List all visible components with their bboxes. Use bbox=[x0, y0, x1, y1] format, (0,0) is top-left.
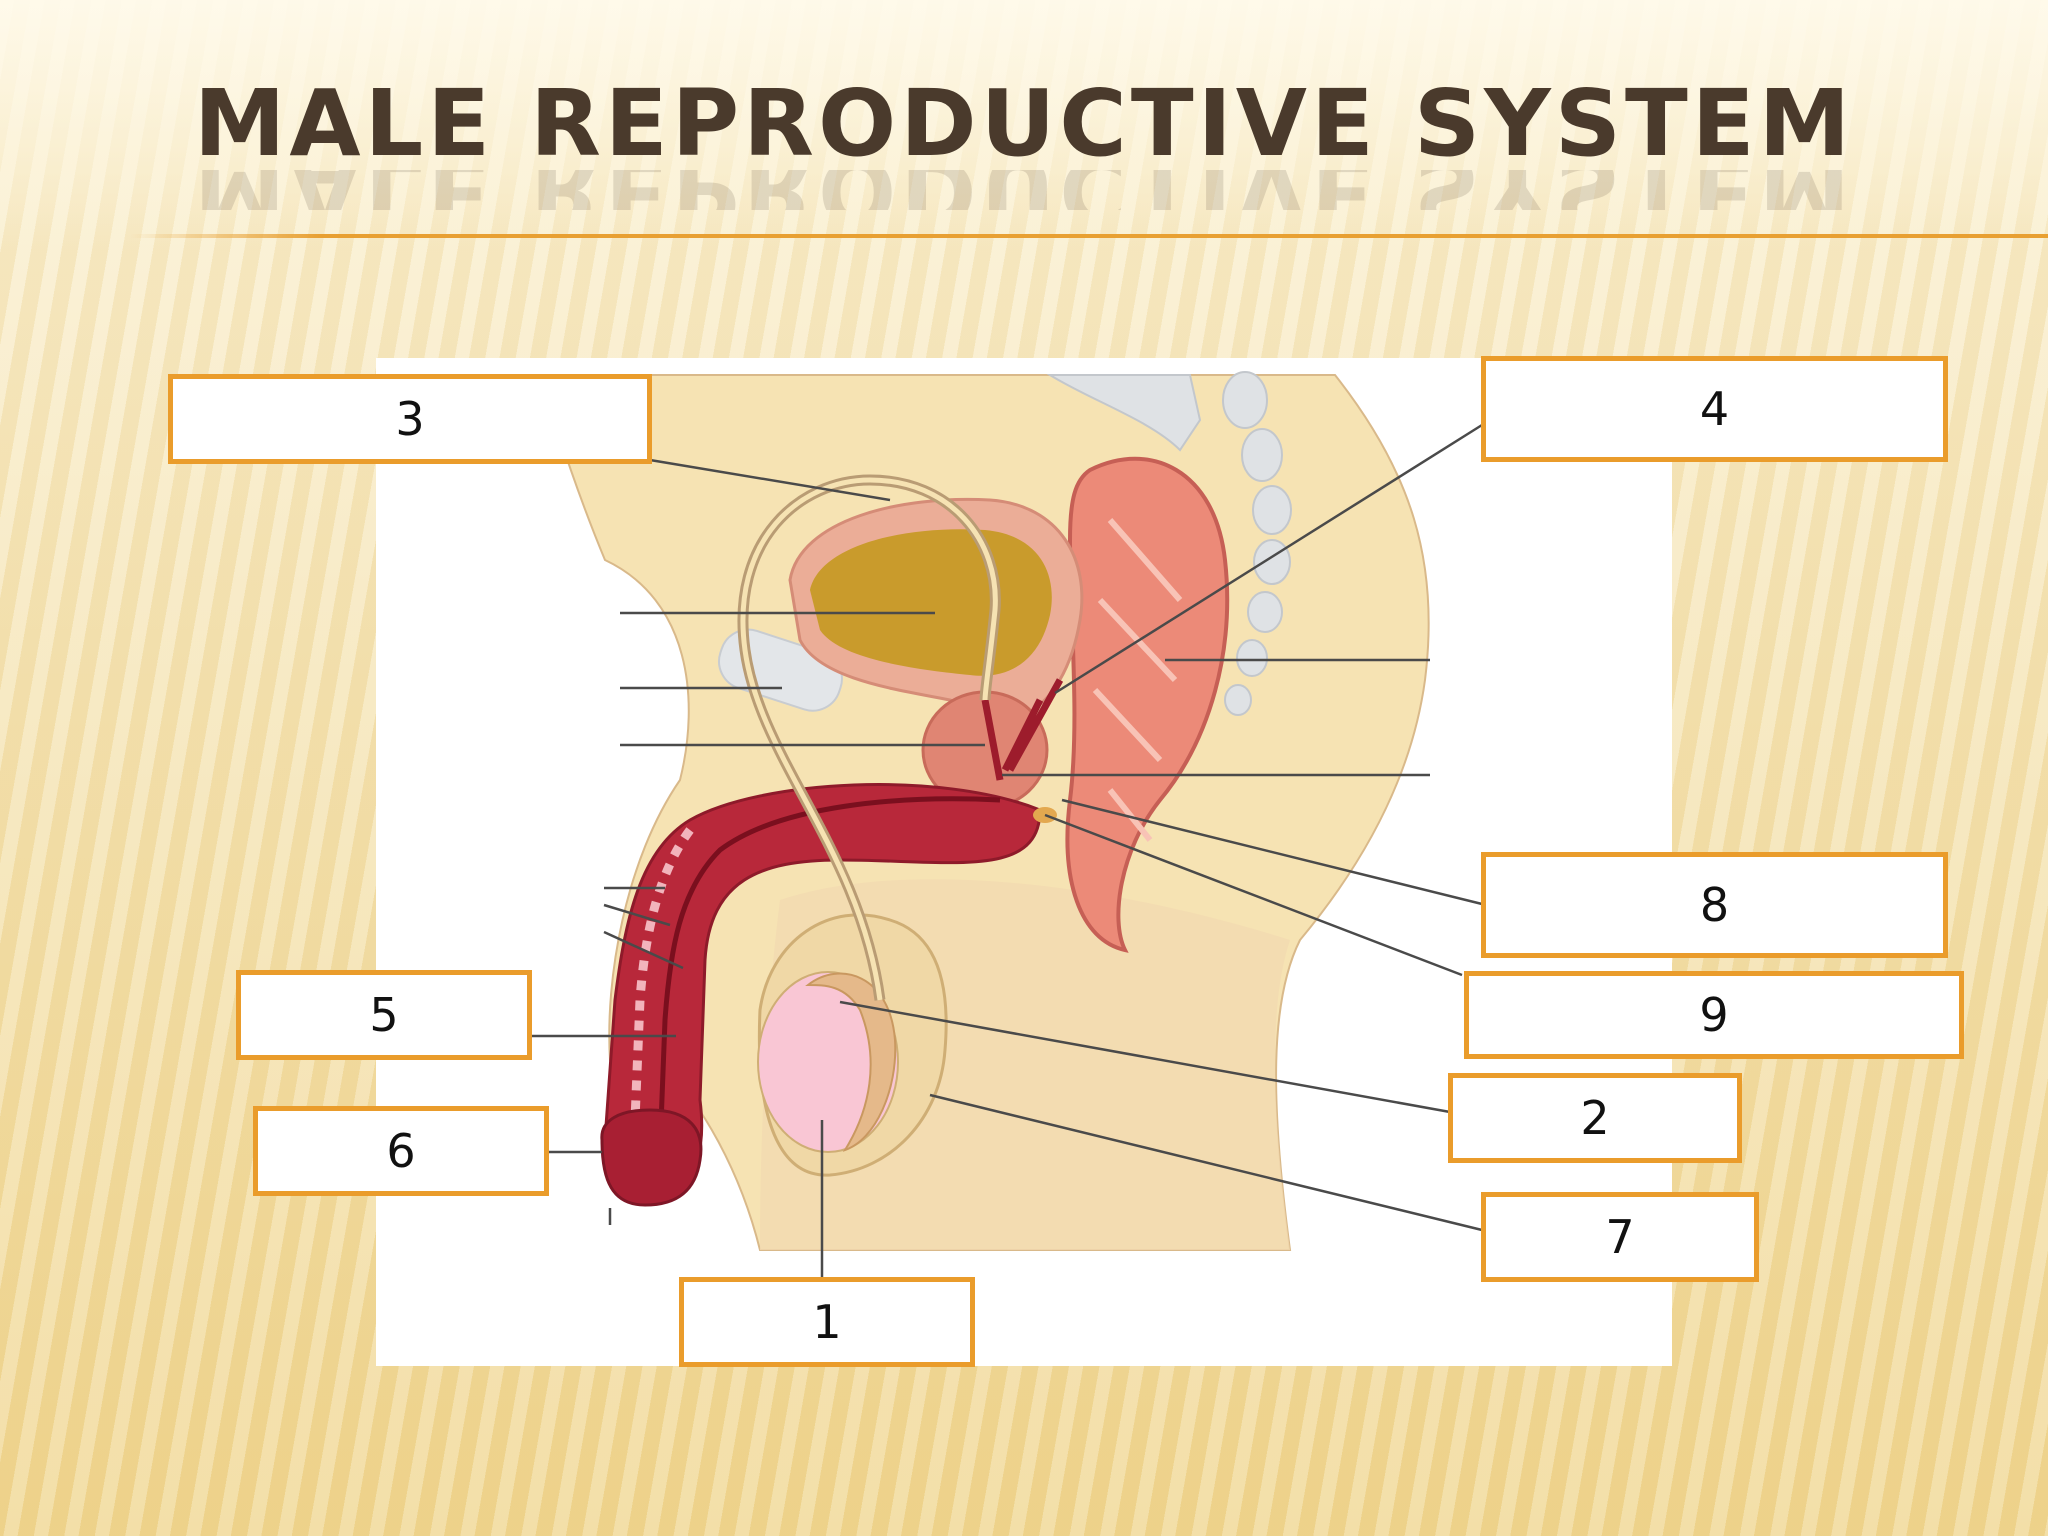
vas-deferens-core bbox=[740, 477, 998, 1001]
label-box-7[interactable]: 7 bbox=[1481, 1192, 1759, 1282]
label-box-6[interactable]: 6 bbox=[253, 1106, 549, 1196]
label-box-1[interactable]: 1 bbox=[679, 1277, 975, 1367]
label-box-4[interactable]: 4 bbox=[1481, 356, 1948, 462]
leader-label-3 bbox=[649, 458, 891, 502]
label-box-5[interactable]: 5 bbox=[236, 970, 532, 1060]
title-glow bbox=[0, 0, 2048, 250]
glans bbox=[600, 1108, 703, 1207]
unlabeled-leaders bbox=[603, 611, 1430, 1225]
vas-deferens-branch bbox=[981, 678, 1064, 781]
label-box-3[interactable]: 3 bbox=[168, 374, 652, 464]
label-box-8[interactable]: 8 bbox=[1481, 852, 1948, 958]
urethra-channel bbox=[657, 796, 1001, 1151]
label-leaders bbox=[530, 423, 1483, 1278]
leader-label-4 bbox=[1054, 423, 1483, 695]
title-divider bbox=[130, 234, 2048, 238]
slide-title: MALE REPRODUCTIVE SYSTEM bbox=[193, 70, 1855, 177]
leader-label-9 bbox=[1044, 813, 1463, 977]
label-box-2[interactable]: 2 bbox=[1448, 1073, 1742, 1163]
leader-label-7 bbox=[929, 1093, 1483, 1232]
label-box-9[interactable]: 9 bbox=[1464, 971, 1964, 1059]
erectile-tissue-dots bbox=[630, 827, 694, 1121]
leader-label-8 bbox=[1061, 798, 1483, 906]
leader-label-2 bbox=[839, 1000, 1451, 1114]
